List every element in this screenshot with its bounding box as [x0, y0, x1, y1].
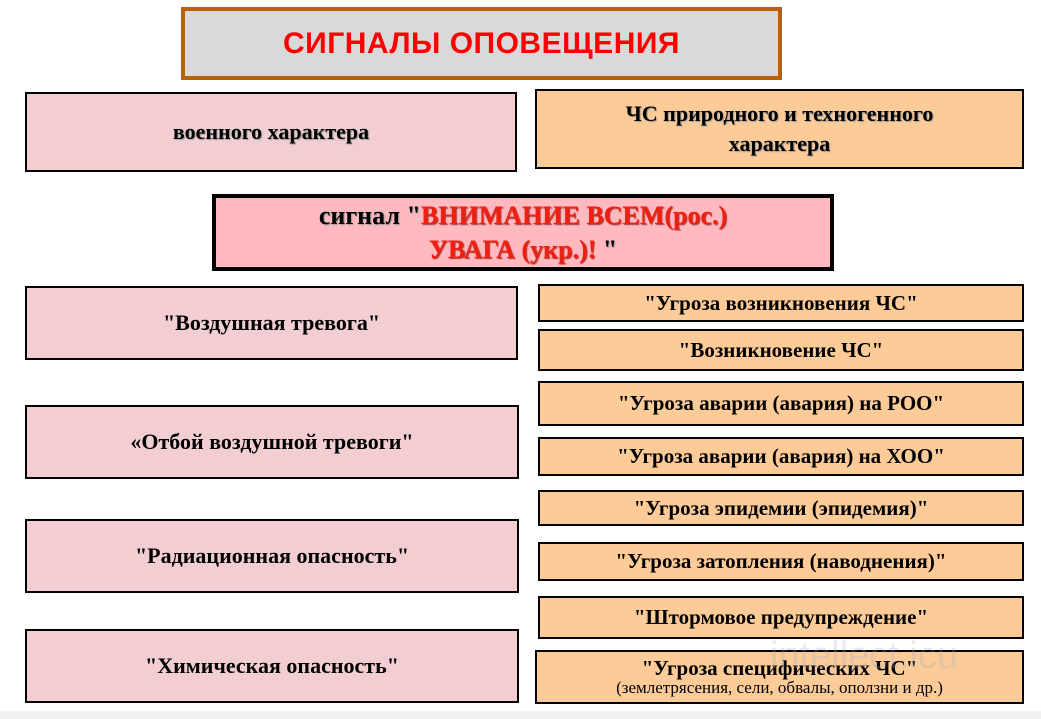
military-signal: "Радиационная опасность" — [25, 519, 519, 593]
diagram-title: СИГНАЛЫ ОПОВЕЩЕНИЯ — [181, 7, 782, 80]
signal-prefix: сигнал " — [318, 200, 421, 230]
emergency-category-line2: характера — [728, 131, 831, 156]
emergency-signal-label: "Угроза аварии (авария) на РОО" — [617, 391, 945, 415]
emergency-signal-note: (землетрясения, сели, обвалы, оползни и … — [616, 678, 943, 697]
title-text: СИГНАЛЫ ОПОВЕЩЕНИЯ — [283, 26, 680, 60]
military-signal: "Воздушная тревога" — [25, 286, 518, 360]
emergency-signal-label: "Возникновение ЧС" — [678, 337, 884, 362]
emergency-signal-label: "Угроза специфических ЧС" — [641, 656, 918, 680]
bottom-divider — [0, 711, 1041, 719]
emergency-signal: "Угроза затопления (наводнения)" — [538, 542, 1024, 581]
military-signal-label: "Радиационная опасность" — [134, 543, 410, 568]
military-category-label: военного характера — [172, 119, 370, 144]
military-signal: "Химическая опасность" — [25, 629, 519, 703]
emergency-signal: "Угроза эпидемии (эпидемия)" — [538, 490, 1024, 526]
emergency-signal: "Угроза возникновения ЧС" — [538, 284, 1024, 322]
emergency-signal: "Возникновение ЧС" — [538, 329, 1024, 371]
emergency-signal-label: "Угроза возникновения ЧС" — [644, 290, 918, 315]
emergency-signal-label: "Угроза эпидемии (эпидемия)" — [633, 495, 929, 520]
military-signal-label: "Воздушная тревога" — [162, 310, 381, 335]
military-category: военного характера — [25, 92, 517, 172]
signal-suffix: " — [596, 234, 618, 264]
military-signal-label: «Отбой воздушной тревоги" — [130, 429, 414, 454]
signal-main-line2: УВАГА (укр.)! — [428, 234, 597, 264]
emergency-category-line1: ЧС природного и техногенного — [625, 101, 934, 126]
attention-all-signal: сигнал "ВНИМАНИЕ ВСЕМ(рос.) УВАГА (укр.)… — [212, 194, 834, 271]
military-signal: «Отбой воздушной тревоги" — [25, 405, 519, 479]
emergency-signal: "Угроза аварии (авария) на РОО" — [538, 381, 1024, 426]
emergency-category: ЧС природного и техногенного характера — [535, 89, 1024, 169]
emergency-signal-label: "Штормовое предупреждение" — [633, 605, 929, 629]
signal-main-line1: ВНИМАНИЕ ВСЕМ(рос.) — [420, 200, 728, 230]
emergency-signal-label: "Угроза аварии (авария) на ХОО" — [617, 444, 945, 468]
emergency-signal-label: "Угроза затопления (наводнения)" — [615, 549, 947, 573]
emergency-signal: "Угроза специфических ЧС" (землетрясения… — [535, 650, 1024, 704]
emergency-signal: "Штормовое предупреждение" — [538, 596, 1024, 639]
emergency-signal: "Угроза аварии (авария) на ХОО" — [538, 437, 1024, 476]
military-signal-label: "Химическая опасность" — [145, 653, 399, 678]
